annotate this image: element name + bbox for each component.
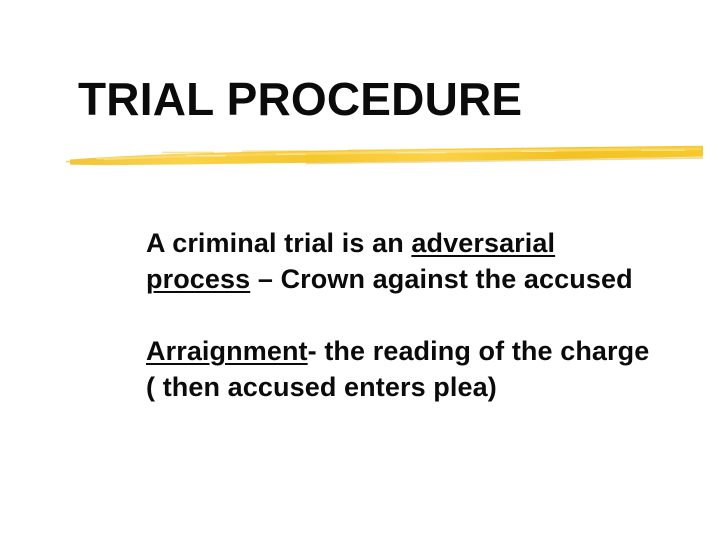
- yellow-brush-divider: [66, 134, 706, 174]
- run-plain-2: – Crown against the accused: [250, 264, 633, 294]
- run-underline-adversarial-process: adversarial process: [146, 228, 556, 294]
- page-title: TRIAL PROCEDURE: [78, 72, 523, 125]
- paragraph-adversarial: A criminal trial is an adversarial proce…: [146, 225, 666, 297]
- run-plain-1: A criminal trial is an: [146, 228, 412, 258]
- paragraph-arraignment: Arraignment- the reading of the charge (…: [146, 333, 666, 405]
- run-plain-3: - the reading of the charge ( then accus…: [146, 336, 650, 402]
- body-content: A criminal trial is an adversarial proce…: [146, 198, 666, 432]
- run-underline-arraignment: Arraignment: [146, 336, 308, 366]
